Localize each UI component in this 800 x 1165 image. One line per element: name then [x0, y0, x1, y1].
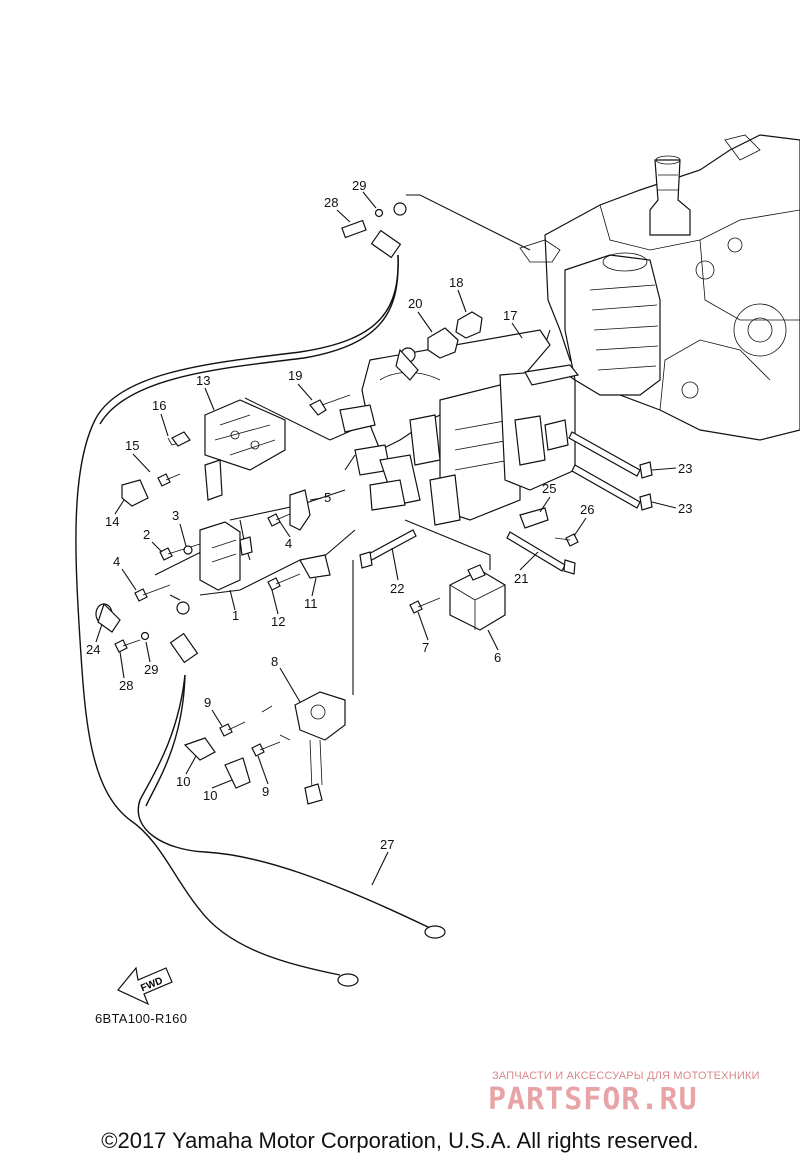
callout-24: 24 — [86, 642, 100, 657]
rectifier-13-illustration — [167, 399, 286, 501]
callout-16: 16 — [152, 398, 166, 413]
callout-9-upper: 9 — [204, 695, 211, 710]
callout-9-lower: 9 — [262, 784, 269, 799]
callout-28-lower: 28 — [119, 678, 133, 693]
callout-11: 11 — [304, 596, 318, 611]
callout-15: 15 — [125, 438, 139, 453]
callout-1: 1 — [232, 608, 239, 623]
callout-20: 20 — [408, 296, 422, 311]
engine-block-illustration — [519, 134, 800, 441]
watermark-subtitle: ЗАПЧАСТИ И АКСЕССУАРЫ ДЛЯ МОТОТЕХНИКИ — [492, 1070, 760, 1082]
callout-7: 7 — [422, 640, 429, 655]
callout-5: 5 — [324, 490, 331, 505]
callout-3: 3 — [172, 508, 179, 523]
switch-8-group — [183, 691, 346, 805]
callout-23-upper: 23 — [678, 461, 692, 476]
callout-21: 21 — [514, 571, 528, 586]
callout-4-right: 4 — [285, 536, 292, 551]
callout-13: 13 — [196, 373, 210, 388]
callout-2: 2 — [143, 527, 150, 542]
callout-23-lower: 23 — [678, 501, 692, 516]
callout-28: 28 — [324, 195, 338, 210]
callout-29-lower: 29 — [144, 662, 158, 677]
callout-22: 22 — [390, 581, 404, 596]
callout-10-upper: 10 — [176, 774, 190, 789]
callout-12: 12 — [271, 614, 285, 629]
fwd-arrow-icon: FWD — [117, 966, 173, 1006]
watermark-logo: partsfor.ru — [488, 1082, 698, 1117]
left-fastener-group — [95, 473, 331, 653]
callout-6: 6 — [494, 650, 501, 665]
callout-29: 29 — [352, 178, 366, 193]
callout-25: 25 — [542, 481, 556, 496]
callout-leaders — [95, 191, 677, 886]
callout-numbers: 29 28 18 20 17 19 13 16 15 14 5 2 3 4 4 … — [86, 178, 692, 852]
callout-10-lower: 10 — [203, 788, 217, 803]
callout-27: 27 — [380, 837, 394, 852]
callout-8: 8 — [271, 654, 278, 669]
callout-18: 18 — [449, 275, 463, 290]
callout-19: 19 — [288, 368, 302, 383]
callout-14: 14 — [105, 514, 119, 529]
callout-26: 26 — [580, 502, 594, 517]
callout-17: 17 — [503, 308, 517, 323]
copyright-notice: ©2017 Yamaha Motor Corporation, U.S.A. A… — [101, 1128, 699, 1153]
bracket-assembly — [309, 311, 580, 526]
diagram-code: 6BTA100-R160 — [95, 1011, 188, 1026]
callout-4-left: 4 — [113, 554, 120, 569]
right-fastener-group — [359, 431, 653, 631]
ground-cable-upper — [75, 202, 446, 987]
